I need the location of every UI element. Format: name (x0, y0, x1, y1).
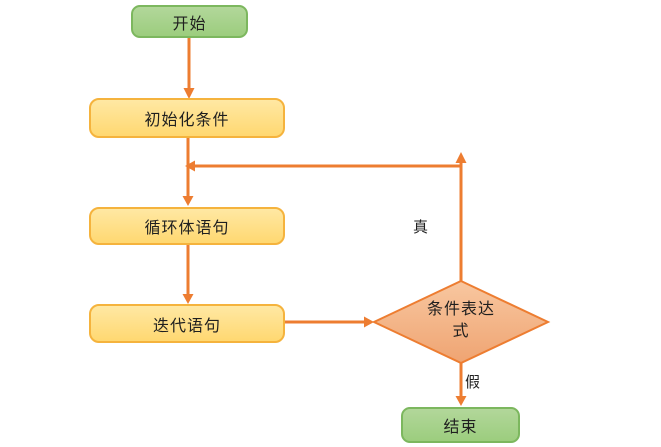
arrowhead-init-loop (182, 196, 194, 206)
node-iterate: 迭代语句 (89, 304, 285, 343)
arrowhead-loop-iterate (182, 294, 194, 304)
node-loop-body: 循环体语句 (89, 207, 285, 245)
node-end: 结束 (401, 407, 520, 443)
edge-label-false: 假 (465, 374, 481, 391)
node-condition-label: 条件表达式 (426, 301, 495, 340)
arrowhead-feedback-left (185, 160, 195, 172)
arrowhead-iterate-condition (364, 316, 374, 328)
edge-label-true: 真 (413, 219, 429, 236)
node-start: 开始 (131, 5, 248, 38)
arrowhead-condition-end (455, 396, 467, 406)
arrowhead-condition-up (455, 152, 467, 163)
node-init: 初始化条件 (89, 98, 285, 138)
